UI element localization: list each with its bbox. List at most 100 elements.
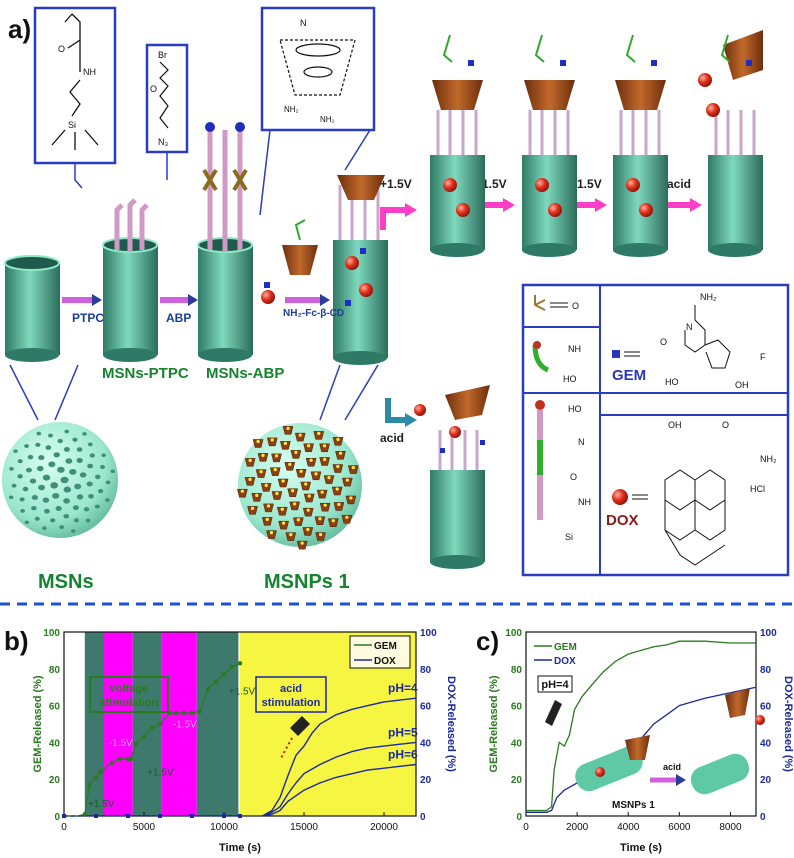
chart-b-gem-point: [237, 661, 243, 666]
chart-b-ytick-right: 0: [420, 812, 426, 823]
chart-b-dox-point: [238, 814, 242, 818]
cd-cap: [252, 439, 264, 448]
cd-cap: [282, 426, 294, 435]
pore: [83, 507, 90, 512]
fc-dot: [335, 487, 339, 491]
pore: [110, 469, 115, 473]
fc-dot: [265, 517, 269, 521]
fc-dot: [296, 518, 300, 522]
pore: [65, 458, 73, 464]
cd-nh2-label: NH₂: [284, 105, 299, 114]
abp-cylinder: [197, 122, 253, 362]
pore: [76, 447, 83, 452]
pore: [52, 493, 60, 499]
cd-cap: [280, 441, 291, 450]
cd-cap: [302, 507, 314, 517]
fc-dot: [317, 431, 321, 435]
cd-nh2-label-2: NH₂: [320, 115, 335, 124]
pore: [57, 438, 63, 444]
fc-dot: [307, 444, 311, 448]
chart-b-ph-label: pH=4: [388, 681, 418, 695]
cd-cap: [244, 458, 256, 467]
pore: [63, 514, 70, 519]
pore: [85, 518, 91, 523]
cd-cap: [247, 506, 258, 515]
cd-cap: [261, 517, 273, 526]
voltage-annotation-box: [89, 676, 169, 713]
fc-dot: [320, 490, 324, 494]
chart-c-ytick-left: 20: [511, 775, 523, 786]
fc-dot: [286, 426, 290, 430]
cd-step-label: NH₂-Fc-β-CD: [283, 308, 344, 319]
acid-drops-icon: [279, 737, 293, 761]
fc-dot: [240, 489, 244, 493]
cd-cap: [310, 471, 322, 481]
pore: [38, 484, 46, 491]
chart-c-ytick-left: 40: [511, 738, 523, 749]
pore: [74, 483, 82, 490]
chart-b-xtick-label: 0: [61, 822, 67, 833]
cd-cap: [285, 532, 297, 541]
pore: [42, 526, 47, 530]
chart-b-band-magenta: [161, 632, 197, 816]
pore: [60, 476, 69, 484]
pore: [50, 482, 59, 489]
acid-annotation-line2: stimulation: [262, 697, 321, 709]
chart-b-panel-label: b): [4, 626, 29, 656]
chart-b-voltage-label: +1.5V: [88, 799, 115, 810]
chart-c-acid-label: acid: [663, 762, 681, 772]
link-nh-label: NH: [568, 344, 581, 354]
step-arrows: [62, 282, 330, 306]
chart-b-ytick-left: 80: [49, 665, 61, 676]
pore: [70, 529, 76, 533]
cascade-cylinder: [522, 34, 577, 257]
pore: [20, 509, 25, 513]
stim-label-acid-1: acid: [667, 177, 691, 191]
cd-cap: [342, 477, 353, 487]
ptpc-o-label: O: [58, 44, 65, 54]
chart-c-ytick-left: 80: [511, 665, 523, 676]
cd-cap: [296, 540, 308, 550]
abp-step-label: ABP: [166, 311, 191, 325]
fc-dot: [345, 515, 349, 519]
cd-cap: [313, 431, 325, 440]
fc-dot: [327, 476, 331, 480]
fc-dot: [294, 450, 298, 455]
pore: [82, 432, 87, 436]
fc-dot: [256, 439, 260, 444]
cd-cap: [293, 517, 304, 526]
chart-b-band-grey: [132, 632, 162, 816]
chart-b-xtick-label: 10000: [210, 822, 238, 833]
voltage-annotation-line2: stimulation: [100, 697, 159, 709]
link-nh-label-2: NH: [578, 497, 591, 507]
ptpc-si-label: Si: [68, 120, 76, 130]
chart-b-acid-line: [262, 763, 417, 817]
pore: [29, 478, 37, 484]
panel-a: a) NH O Si Br O N₃ N NH₂: [2, 6, 790, 593]
cd-cap: [302, 527, 314, 536]
fc-dot: [248, 477, 252, 481]
fc-dot: [309, 458, 313, 462]
cd-cap: [295, 469, 307, 478]
pore: [31, 506, 37, 511]
loaded-cylinder: [333, 175, 388, 365]
cd-cap: [341, 515, 353, 524]
fc-dot: [280, 507, 284, 511]
cd-cap: [287, 488, 299, 497]
legend-box: O NH HO HO N O NH Si GEM NH₂ N O F HO OH: [521, 283, 790, 577]
abp-br-label: Br: [158, 50, 167, 60]
pore: [50, 518, 56, 523]
fc-dot: [270, 438, 274, 442]
cd-structure-box: N NH₂ NH₂: [259, 6, 376, 216]
chart-b-gem-point: [149, 725, 155, 730]
fc-dot: [349, 496, 353, 500]
pore: [8, 495, 14, 500]
fc-dot: [298, 433, 302, 437]
chart-c-ph-label: pH=4: [541, 679, 569, 691]
chart-b-gem-point: [125, 756, 131, 762]
chart-b-voltage-label: -1.5V: [173, 720, 197, 731]
stage-label-abp: MSNs-ABP: [206, 365, 284, 382]
chart-b-voltage-label: +1.5V: [147, 768, 174, 779]
chart-b-xlabel: Time (s): [219, 842, 261, 854]
